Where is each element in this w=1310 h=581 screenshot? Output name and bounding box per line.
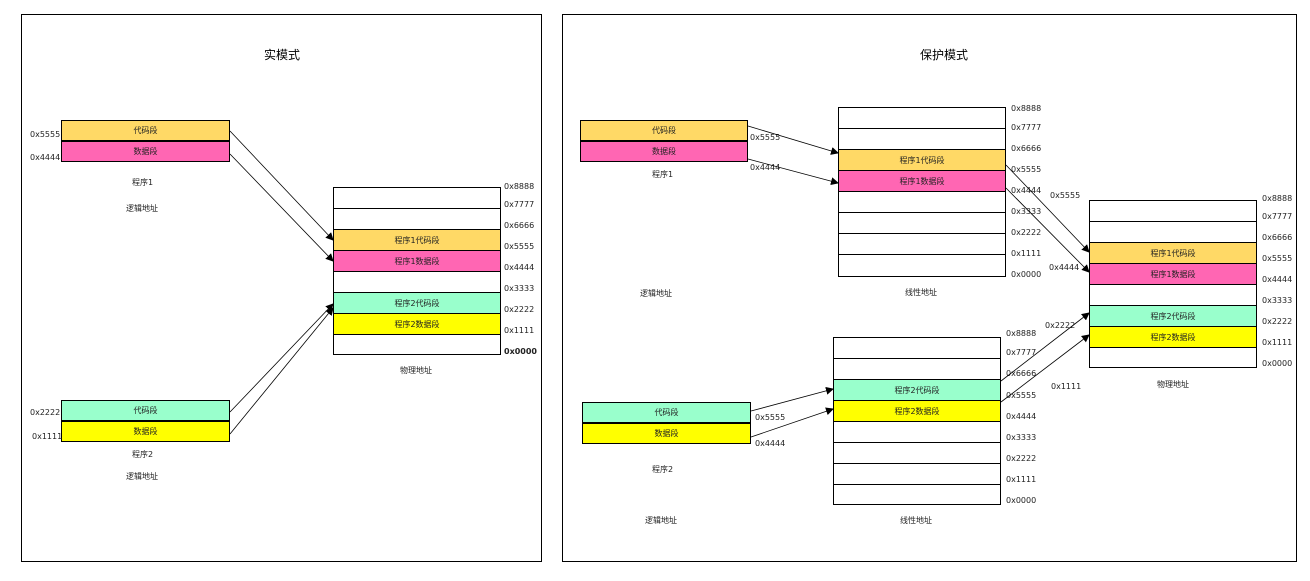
- arrow-real-p1-code: [229, 130, 334, 241]
- arrow-prot-p2-code: [750, 386, 834, 412]
- arrow-real-p2-code: [229, 303, 334, 413]
- prot-lin2-addr: 0x7777: [1006, 348, 1037, 357]
- prot-p2-arrow-code-addr: 0x5555: [755, 413, 786, 422]
- real-phys-addr: 0x1111: [504, 326, 535, 335]
- prot-phys-addr: 0x7777: [1262, 212, 1293, 221]
- prot-lin1-addr: 0x6666: [1011, 144, 1042, 153]
- real-p2-data-segment: 数据段: [61, 421, 230, 442]
- prot-linear1-caption: 线性地址: [905, 288, 937, 297]
- prot-linear2-caption: 线性地址: [900, 516, 932, 525]
- real-p1-code-addr: 0x5555: [30, 130, 61, 139]
- prot-lin1-addr: 0x0000: [1011, 270, 1042, 279]
- prot-lin2-addr: 0x6666: [1006, 369, 1037, 378]
- prot-phys-addr: 0x3333: [1262, 296, 1293, 305]
- memory-cell: [1089, 347, 1257, 368]
- arrow-prot-lin2-data: [1000, 334, 1090, 403]
- prot-lin2-addr: 0x2222: [1006, 454, 1037, 463]
- prot-physical-memory: 程序1代码段 程序1数据段 程序2代码段 程序2数据段: [1089, 200, 1257, 368]
- prot-lin2-addr: 0x0000: [1006, 496, 1037, 505]
- real-phys-addr: 0x4444: [504, 263, 535, 272]
- real-physical-caption: 物理地址: [400, 366, 432, 375]
- prot-linear-memory-2: 程序2代码段 程序2数据段: [833, 337, 1001, 505]
- prot-phys-arrow-p1-data-addr: 0x4444: [1049, 263, 1080, 272]
- prot-lin1-addr: 0x5555: [1011, 165, 1042, 174]
- prot-p2-name: 程序2: [652, 465, 674, 474]
- prot-phys-arrow-p2-code-addr: 0x2222: [1045, 321, 1076, 330]
- arrow-real-p2-data: [229, 307, 334, 435]
- prot-p2-data-segment: 数据段: [582, 423, 751, 444]
- prot-lin1-addr: 0x8888: [1011, 104, 1042, 113]
- prot-phys-addr: 0x0000: [1262, 359, 1293, 368]
- prot-phys-arrow-p1-code-addr: 0x5555: [1050, 191, 1081, 200]
- memory-cell: [333, 334, 501, 355]
- prot-phys-addr: 0x2222: [1262, 317, 1293, 326]
- real-p1-data-segment: 数据段: [61, 141, 230, 162]
- prot-phys-arrow-p2-data-addr: 0x1111: [1051, 382, 1082, 391]
- real-p1-caption: 逻辑地址: [126, 204, 158, 213]
- prot-physical-caption: 物理地址: [1157, 380, 1189, 389]
- prot-lin2-addr: 0x8888: [1006, 329, 1037, 338]
- prot-p1-caption: 逻辑地址: [640, 289, 672, 298]
- prot-lin1-addr: 0x1111: [1011, 249, 1042, 258]
- real-physical-memory: 程序1代码段 程序1数据段 程序2代码段 程序2数据段: [333, 187, 501, 355]
- real-phys-addr: 0x6666: [504, 221, 535, 230]
- prot-lin1-addr: 0x7777: [1011, 123, 1042, 132]
- prot-lin1-addr: 0x3333: [1011, 207, 1042, 216]
- prot-phys-addr: 0x1111: [1262, 338, 1293, 347]
- real-phys-addr: 0x3333: [504, 284, 535, 293]
- memory-cell: [833, 484, 1001, 505]
- real-mode-title: 实模式: [264, 48, 301, 62]
- arrow-prot-p1-data: [747, 158, 839, 186]
- prot-lin1-addr: 0x2222: [1011, 228, 1042, 237]
- real-phys-addr: 0x2222: [504, 305, 535, 314]
- prot-lin1-addr: 0x4444: [1011, 186, 1042, 195]
- real-phys-addr: 0x5555: [504, 242, 535, 251]
- real-p2-data-addr: 0x1111: [32, 432, 63, 441]
- prot-lin2-addr: 0x3333: [1006, 433, 1037, 442]
- arrow-prot-p2-data: [750, 407, 834, 438]
- real-p1-name: 程序1: [132, 178, 154, 187]
- prot-phys-addr: 0x4444: [1262, 275, 1293, 284]
- memory-cell: [838, 254, 1006, 277]
- prot-lin2-addr: 0x1111: [1006, 475, 1037, 484]
- prot-p1-arrow-data-addr: 0x4444: [750, 163, 781, 172]
- prot-linear-memory-1: 程序1代码段 程序1数据段: [838, 107, 1006, 277]
- real-p2-code-segment: 代码段: [61, 400, 230, 421]
- prot-p2-arrow-data-addr: 0x4444: [755, 439, 786, 448]
- protected-mode-title: 保护模式: [920, 48, 969, 62]
- prot-p1-data-segment: 数据段: [580, 141, 748, 162]
- real-phys-addr: 0x0000: [504, 347, 537, 356]
- prot-p1-arrow-code-addr: 0x5555: [750, 133, 781, 142]
- prot-p2-caption: 逻辑地址: [645, 516, 677, 525]
- arrow-real-p1-data: [229, 153, 334, 262]
- real-phys-addr: 0x7777: [504, 200, 535, 209]
- real-p1-code-segment: 代码段: [61, 120, 230, 141]
- real-phys-addr: 0x8888: [504, 182, 535, 191]
- prot-lin2-addr: 0x5555: [1006, 391, 1037, 400]
- real-p1-data-addr: 0x4444: [30, 153, 61, 162]
- prot-p1-name: 程序1: [652, 170, 674, 179]
- real-p2-caption: 逻辑地址: [126, 472, 158, 481]
- prot-phys-addr: 0x6666: [1262, 233, 1293, 242]
- prot-lin2-addr: 0x4444: [1006, 412, 1037, 421]
- arrow-prot-lin1-data: [1005, 187, 1090, 273]
- arrow-prot-p1-code: [747, 125, 839, 155]
- real-p2-code-addr: 0x2222: [30, 408, 61, 417]
- real-p2-name: 程序2: [132, 450, 154, 459]
- arrow-prot-lin2-code: [1000, 312, 1090, 382]
- prot-phys-addr: 0x8888: [1262, 194, 1293, 203]
- prot-p1-code-segment: 代码段: [580, 120, 748, 141]
- prot-p2-code-segment: 代码段: [582, 402, 751, 423]
- prot-phys-addr: 0x5555: [1262, 254, 1293, 263]
- arrow-prot-lin1-code: [1005, 164, 1090, 253]
